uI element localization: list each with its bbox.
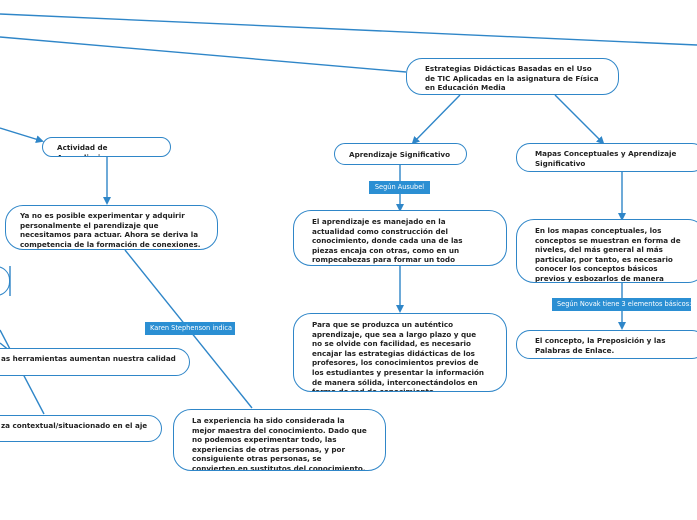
root-topic-node[interactable]: Estrategias Didácticas Basadas en el Uso…: [406, 58, 619, 95]
mapas-conceptuales-node[interactable]: Mapas Conceptuales y Aprendizaje Signifi…: [516, 143, 697, 172]
construccion-node[interactable]: El aprendizaje es manejado en la actuali…: [293, 210, 507, 266]
actividad-node[interactable]: Actividad de Aprendizaje: [42, 137, 171, 157]
mapas-niveles-node[interactable]: En los mapas conceptuales, los conceptos…: [516, 219, 697, 283]
autentico-node[interactable]: Para que se produzca un auténtico aprend…: [293, 313, 507, 392]
label-novak[interactable]: Según Novak tiene 3 elementos básicos:: [552, 298, 691, 311]
experiencia-node[interactable]: La experiencia ha sido considerada la me…: [173, 409, 386, 471]
label-ausubel[interactable]: Según Ausubel: [369, 181, 430, 194]
aprendizaje-significativo-node[interactable]: Aprendizaje Significativo: [334, 143, 467, 165]
experimentar-node[interactable]: Ya no es posible experimentar y adquirir…: [5, 205, 218, 250]
concepto-node[interactable]: El concepto, la Preposición y las Palabr…: [516, 330, 697, 359]
herramientas-node[interactable]: as herramientas aumentan nuestra calidad: [0, 348, 190, 376]
label-stephenson[interactable]: Karen Stephenson indica: [145, 322, 235, 335]
contextual-node[interactable]: za contextual/situacionado en el aje: [0, 415, 162, 442]
